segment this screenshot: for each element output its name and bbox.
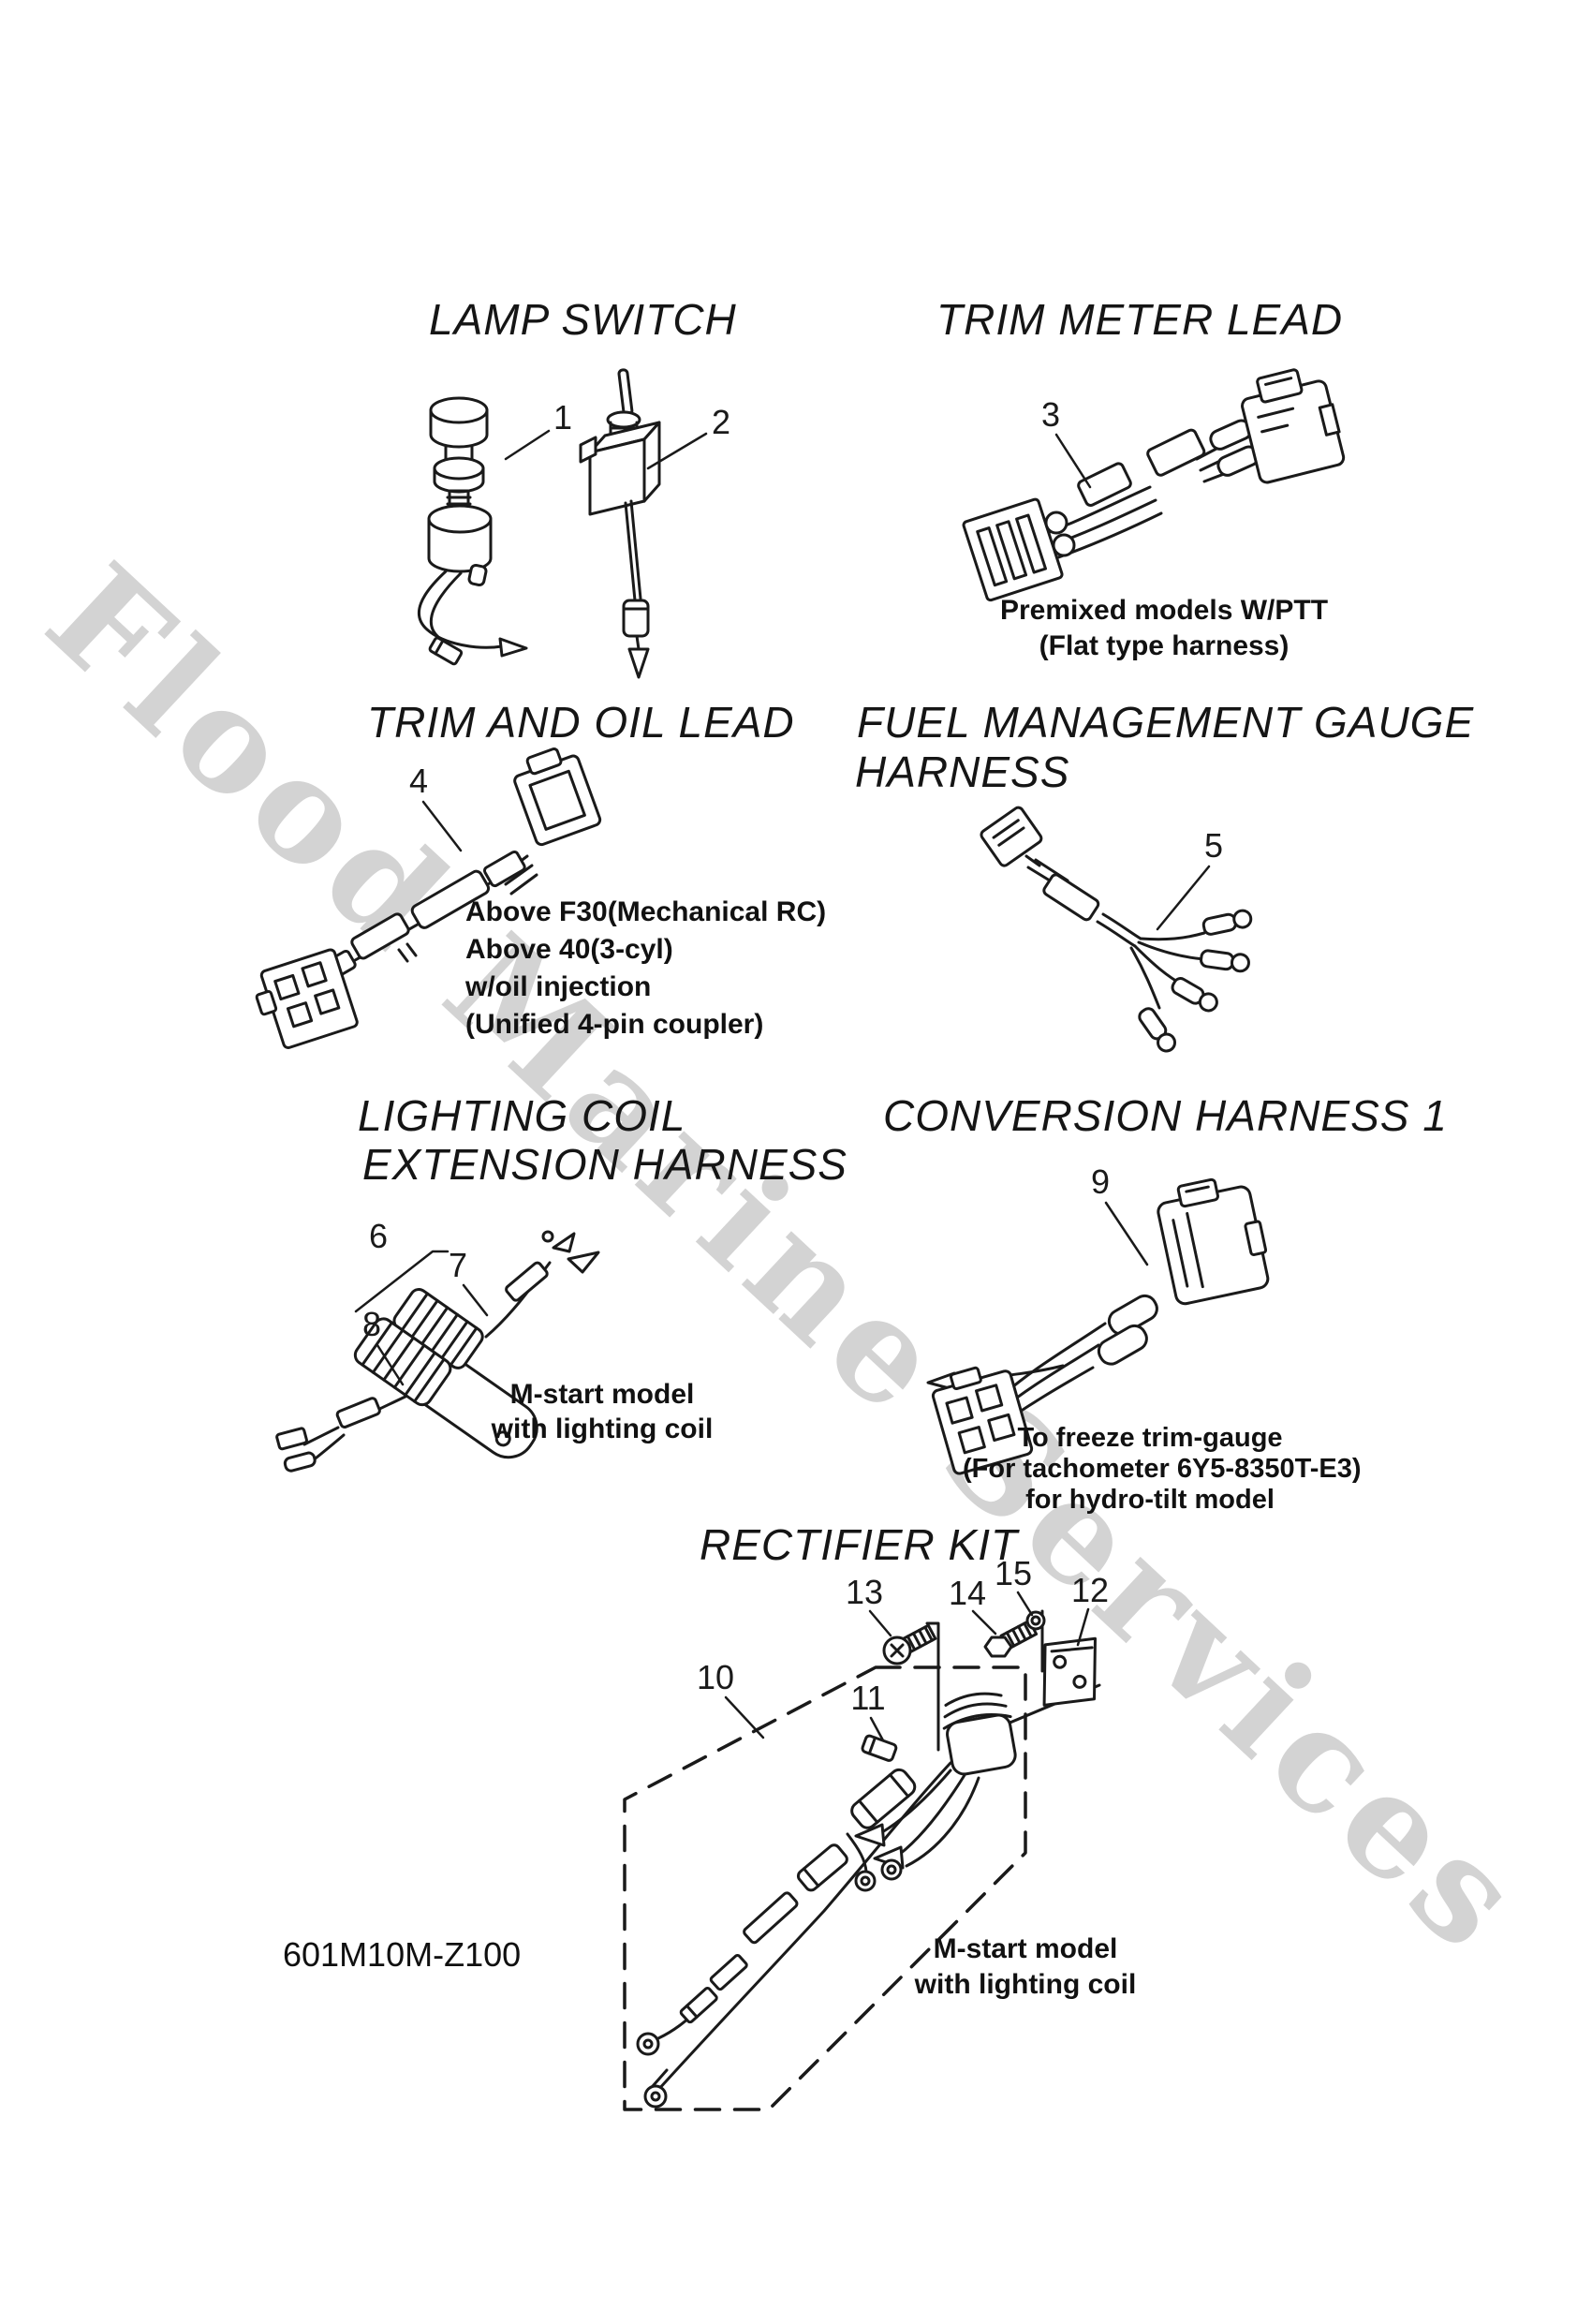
part-9-conversion-harness-drawing — [926, 1177, 1270, 1475]
section-title-lighting-coil-2: EXTENSION HARNESS — [362, 1140, 847, 1189]
callout-12: 12 — [1070, 1571, 1110, 1609]
note-line: (Unified 4-pin coupler) — [465, 1009, 764, 1040]
part-2-toggle-switch-drawing — [579, 368, 661, 679]
part-14-screw — [983, 1619, 1039, 1658]
note-conversion-harness: To freeze trim-gauge (For tachometer 6Y5… — [963, 1423, 1362, 1516]
rectifier-unit — [942, 1692, 1017, 1776]
kit-dashed-outline — [623, 1665, 1027, 2111]
section-title-rectifier-kit: RECTIFIER KIT — [700, 1520, 1019, 1569]
note-line: with lighting coil — [491, 1414, 714, 1444]
part-6-7-8-lighting-coil-harness-drawing — [275, 1230, 600, 1473]
part-3-trim-meter-lead-drawing — [962, 368, 1346, 602]
note-line: w/oil injection — [465, 971, 652, 1002]
note-line: (For tachometer 6Y5-8350T-E3) — [963, 1454, 1362, 1484]
callout-leader-lines — [354, 429, 1211, 1742]
section-title-conversion-harness: CONVERSION HARNESS 1 — [883, 1091, 1448, 1140]
note-trim-meter-lead: Premixed models W/PTT (Flat type harness… — [977, 593, 1351, 664]
part-13-screw — [882, 1623, 937, 1665]
section-title-lamp-switch: LAMP SWITCH — [429, 295, 737, 344]
callout-14: 14 — [948, 1574, 987, 1612]
part-1-push-button-switch-drawing — [417, 396, 528, 666]
callout-8: 8 — [361, 1305, 382, 1343]
callout-6: 6 — [368, 1217, 389, 1255]
part-10-rectifier-kit-drawing — [623, 1609, 1101, 2111]
callout-10: 10 — [696, 1658, 735, 1696]
note-line: M-start model — [933, 1933, 1118, 1964]
callout-1: 1 — [553, 398, 573, 437]
callout-15: 15 — [994, 1554, 1033, 1592]
callout-2: 2 — [711, 403, 731, 441]
callout-13: 13 — [845, 1573, 884, 1611]
note-trim-and-oil-lead: Above F30(Mechanical RC) Above 40(3-cyl)… — [465, 894, 826, 1044]
note-line: Above F30(Mechanical RC) — [465, 896, 827, 927]
part-12-bracket — [1042, 1636, 1097, 1707]
callout-9: 9 — [1090, 1162, 1111, 1201]
part-4-trim-oil-lead-drawing — [255, 748, 602, 1049]
note-line: Above 40(3-cyl) — [465, 934, 673, 965]
part-5-fuel-gauge-harness-drawing — [980, 806, 1253, 1053]
note-line: M-start model — [509, 1379, 695, 1410]
section-title-fuel-management-2: HARNESS — [855, 748, 1070, 796]
part-11-collar — [861, 1734, 898, 1762]
note-line: Premixed models W/PTT — [999, 595, 1329, 626]
callout-3: 3 — [1040, 395, 1061, 434]
section-title-trim-and-oil-lead: TRIM AND OIL LEAD — [367, 698, 795, 747]
page-code: 601M10M-Z100 — [283, 1935, 522, 1974]
section-title-fuel-management-1: FUEL MANAGEMENT GAUGE — [857, 698, 1475, 747]
note-line: for hydro-tilt model — [1025, 1485, 1275, 1515]
part-15-washer — [1025, 1610, 1046, 1631]
callout-11: 11 — [850, 1679, 886, 1717]
note-line: (Flat type harness) — [1039, 630, 1290, 661]
callout-4: 4 — [408, 762, 429, 800]
section-title-trim-meter-lead: TRIM METER LEAD — [936, 295, 1344, 344]
note-line: with lighting coil — [914, 1969, 1137, 2000]
note-line: To freeze trim-gauge — [1017, 1423, 1283, 1453]
callout-5: 5 — [1203, 826, 1224, 865]
note-lighting-coil: M-start model with lighting coil — [415, 1377, 789, 1446]
callout-7: 7 — [448, 1246, 468, 1284]
note-rectifier-kit: M-start model with lighting coil — [838, 1932, 1213, 2003]
section-title-lighting-coil-1: LIGHTING COIL — [358, 1091, 686, 1140]
